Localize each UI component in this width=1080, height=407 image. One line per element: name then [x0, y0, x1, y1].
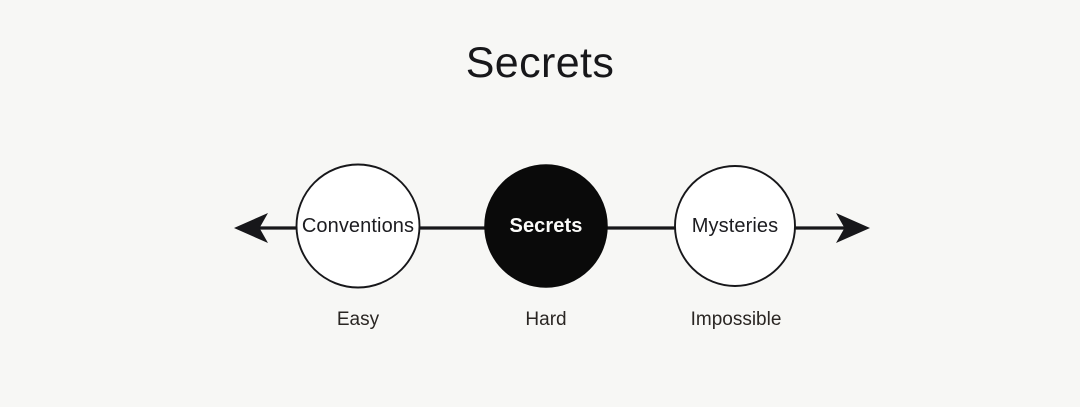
arrow-right-icon [836, 213, 870, 243]
tick-label-easy: Easy [336, 309, 380, 330]
node-label: Secrets [510, 215, 583, 237]
node-label: Mysteries [692, 215, 778, 237]
spectrum-node-conventions[interactable]: Conventions [295, 163, 421, 289]
node-circle [484, 164, 608, 288]
node-circle [674, 165, 796, 287]
tick-label-impossible: Impossible [690, 309, 782, 330]
arrow-left-icon [234, 213, 268, 243]
node-label: Conventions [302, 215, 414, 237]
page-title: Secrets [465, 39, 615, 87]
node-circle [295, 163, 421, 289]
spectrum-node-secrets[interactable]: Secrets [484, 164, 608, 288]
spectrum-node-mysteries[interactable]: Mysteries [674, 165, 796, 287]
tick-label-hard: Hard [525, 309, 567, 330]
